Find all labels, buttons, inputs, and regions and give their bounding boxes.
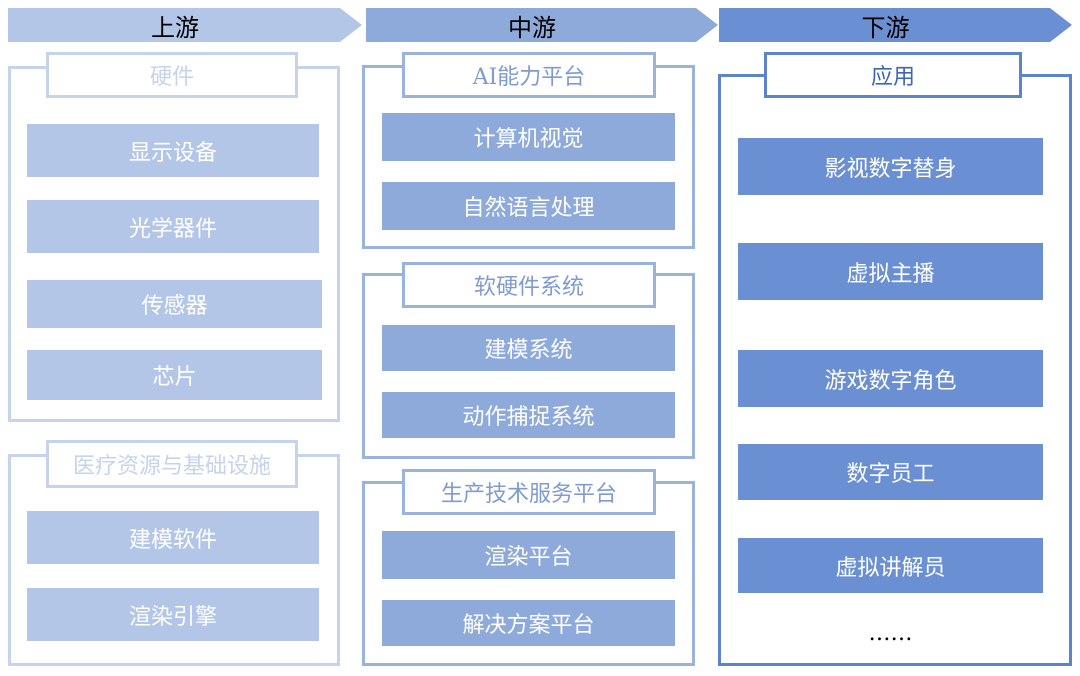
ai-item-nlp: 自然语言处理 xyxy=(382,182,675,230)
stage-upstream-header: 上游 xyxy=(8,8,362,42)
production-item-render-platform: 渲染平台 xyxy=(382,531,675,579)
hardware-item-display: 显示设备 xyxy=(27,124,319,177)
system-item-modeling: 建模系统 xyxy=(382,325,675,371)
application-item-film-double: 影视数字替身 xyxy=(738,138,1043,195)
system-title: 软硬件系统 xyxy=(402,262,656,308)
application-item-virtual-anchor: 虚拟主播 xyxy=(738,243,1043,300)
application-more-ellipsis: …… xyxy=(868,620,913,646)
stage-midstream-header: 中游 xyxy=(366,8,718,42)
hardware-item-sensor: 传感器 xyxy=(27,280,322,328)
production-item-solution-platform: 解决方案平台 xyxy=(382,600,675,646)
stage-downstream-label: 下游 xyxy=(861,13,910,42)
infrastructure-title: 医疗资源与基础设施 xyxy=(46,440,298,488)
hardware-item-chip: 芯片 xyxy=(27,350,322,400)
application-item-game-character: 游戏数字角色 xyxy=(738,350,1043,407)
stage-midstream-label: 中游 xyxy=(508,13,556,42)
infrastructure-item-modeling: 建模软件 xyxy=(27,511,319,564)
application-title: 应用 xyxy=(764,52,1022,98)
system-item-motion-capture: 动作捕捉系统 xyxy=(382,392,675,438)
stage-downstream-header: 下游 xyxy=(719,8,1072,42)
ai-platform-title: AI能力平台 xyxy=(402,52,656,98)
infrastructure-item-render-engine: 渲染引擎 xyxy=(27,588,319,641)
application-item-virtual-guide: 虚拟讲解员 xyxy=(738,538,1043,593)
application-item-digital-employee: 数字员工 xyxy=(738,444,1043,500)
hardware-title: 硬件 xyxy=(46,52,298,98)
production-title: 生产技术服务平台 xyxy=(402,469,656,515)
stage-upstream-label: 上游 xyxy=(151,13,199,42)
hardware-item-optics: 光学器件 xyxy=(27,200,319,253)
ai-item-computer-vision: 计算机视觉 xyxy=(382,113,675,161)
